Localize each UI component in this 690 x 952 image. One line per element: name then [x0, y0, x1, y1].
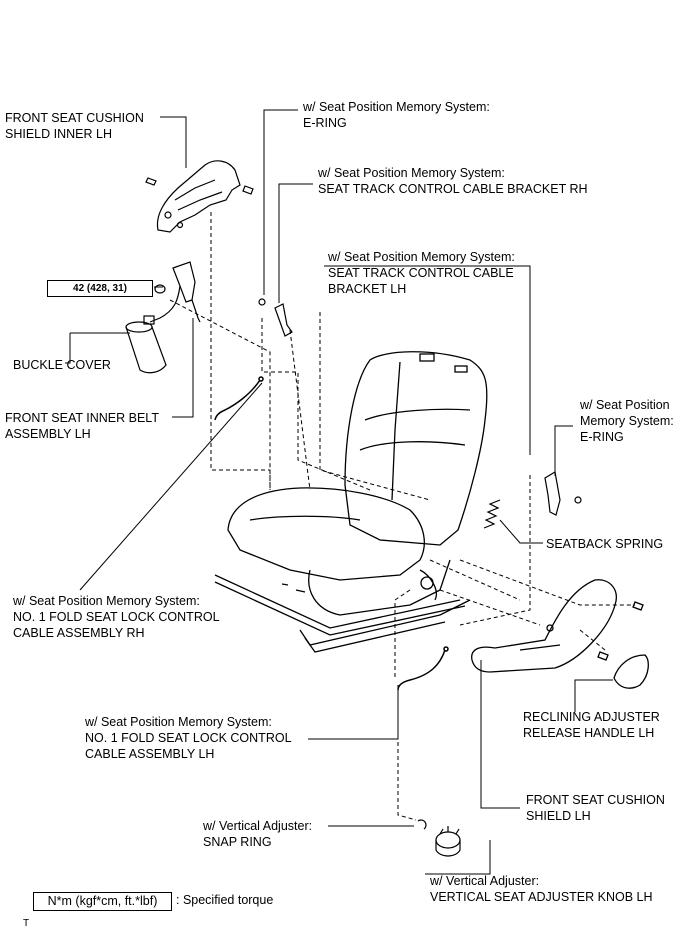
snap-ring-part: [417, 819, 427, 830]
label-reclining-handle: RECLINING ADJUSTER RELEASE HANDLE LH: [523, 710, 660, 740]
fold-cable-rh-part: [214, 376, 264, 421]
adjuster-knob-part: [435, 826, 461, 857]
label-vertical-knob: w/ Vertical Adjuster: VERTICAL SEAT ADJU…: [430, 874, 653, 904]
right-bracket-parts: [544, 471, 582, 516]
shield-inner-part: [145, 160, 254, 233]
label-buckle-cover: BUCKLE COVER: [13, 358, 111, 372]
label-seatback-spring: SEATBACK SPRING: [546, 537, 664, 551]
cushion-shield-part: [471, 579, 644, 673]
footer-code: T: [23, 918, 30, 929]
label-seat-track-bracket-lh: w/ Seat Position Memory System: SEAT TRA…: [328, 250, 515, 296]
legend-text: : Specified torque: [176, 893, 274, 907]
seat-cushion-part: [214, 487, 471, 653]
seat-back-part: [344, 351, 488, 546]
legend-box: N*m (kgf*cm, ft.*lbf): [33, 892, 172, 911]
track-bracket-parts: [258, 298, 293, 337]
label-snap-ring: w/ Vertical Adjuster: SNAP RING: [203, 819, 313, 849]
buckle-cover-part: [125, 321, 167, 374]
label-fold-lock-cable-lh: w/ Seat Position Memory System: NO. 1 FO…: [85, 715, 292, 761]
label-seat-track-bracket-rh: w/ Seat Position Memory System: SEAT TRA…: [318, 166, 588, 196]
label-e-ring-right: w/ Seat Position Memory System: E-RING: [580, 398, 674, 444]
label-e-ring-top: w/ Seat Position Memory System: E-RING: [303, 100, 490, 130]
label-front-seat-inner-belt: FRONT SEAT INNER BELT ASSEMBLY LH: [5, 411, 159, 441]
label-front-seat-cushion-shield-inner: FRONT SEAT CUSHION SHIELD INNER LH: [5, 111, 144, 141]
assembly-guides: [169, 212, 635, 821]
label-fold-lock-cable-rh: w/ Seat Position Memory System: NO. 1 FO…: [13, 594, 220, 640]
label-front-seat-cushion-shield: FRONT SEAT CUSHION SHIELD LH: [526, 793, 665, 823]
torque-value-box: 42 (428, 31): [47, 280, 153, 297]
fold-cable-lh-part: [397, 646, 449, 691]
release-handle-part: [613, 654, 649, 689]
seatback-spring-part: [483, 499, 501, 529]
